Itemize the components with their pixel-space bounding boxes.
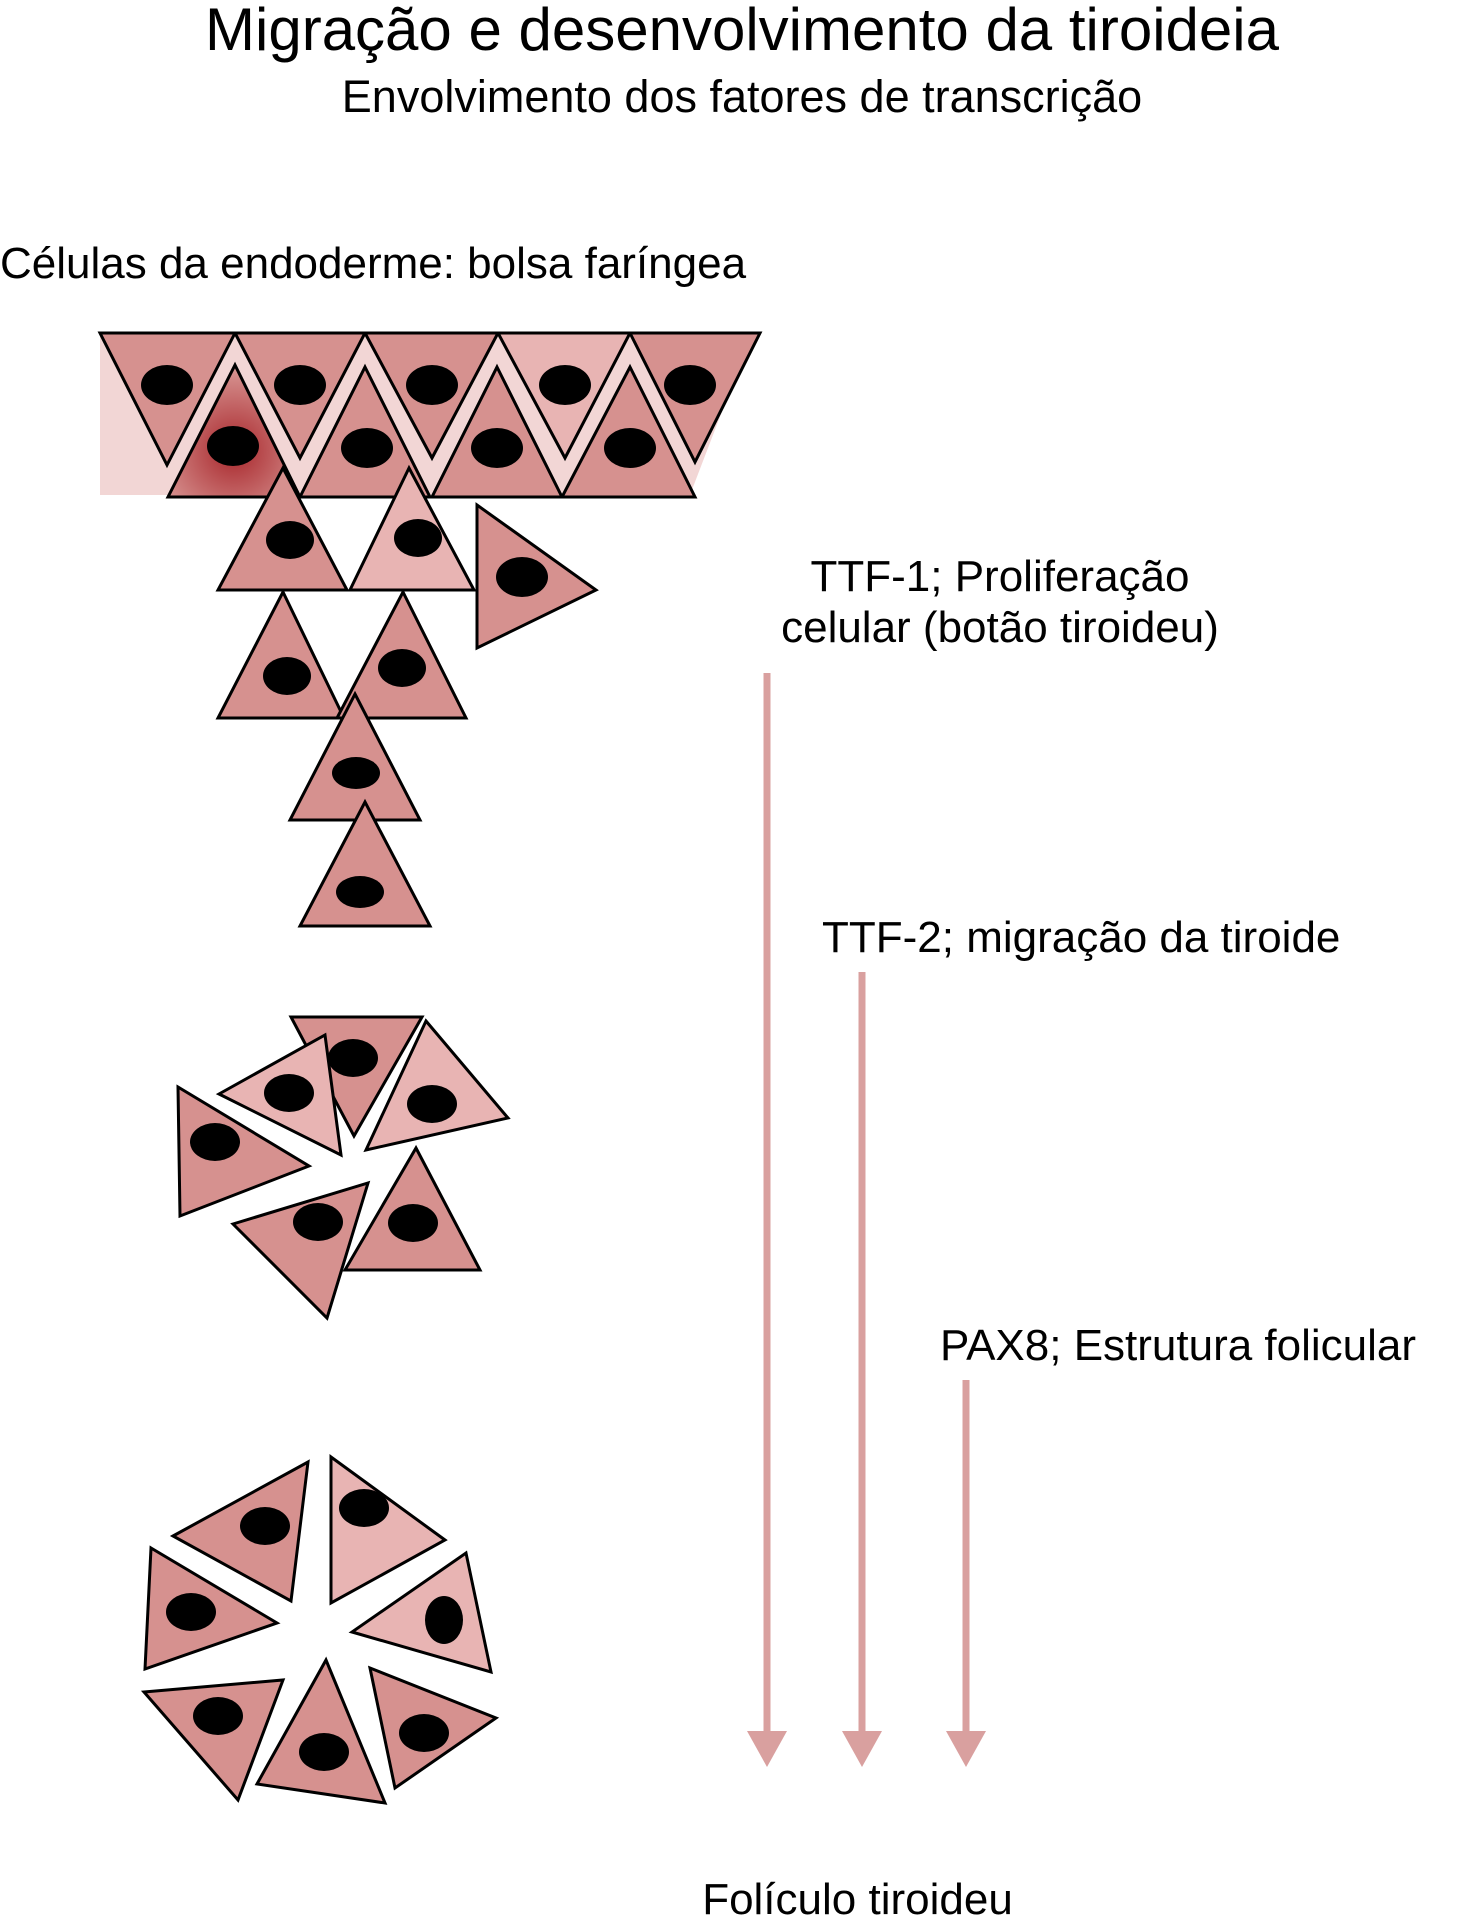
endoderm-cell-down-5: [627, 331, 763, 466]
endoderm-cell-up-2: [297, 363, 433, 499]
endoderm-cell-up-3: [429, 363, 565, 499]
oval-nucleus-icon: [299, 1733, 349, 1771]
down-arrow-icon: [747, 1731, 787, 1767]
oval-nucleus-icon: [407, 1085, 457, 1123]
oval-nucleus-icon: [378, 649, 426, 687]
oval-nucleus-icon: [604, 428, 656, 468]
triangular-cell-icon: [348, 1550, 493, 1675]
oval-nucleus-icon: [207, 426, 259, 466]
down-arrow-icon: [946, 1731, 986, 1767]
triangular-cell-icon: [140, 1678, 286, 1803]
down-arrow-icon: [842, 1731, 882, 1767]
endoderm-cell-down-3: [362, 331, 501, 462]
oval-nucleus-icon: [664, 365, 716, 405]
follicle-cell-1: [169, 1459, 310, 1604]
follicle-cell-6: [254, 1656, 388, 1805]
migrating-cell-3: [363, 1018, 511, 1153]
bud-cell-4: [215, 588, 347, 720]
oval-nucleus-icon: [190, 1123, 240, 1161]
diagram-title: Migração e desenvolvimento da tiroideia: [205, 0, 1279, 63]
triangular-cell-icon: [176, 1084, 313, 1219]
oval-nucleus-icon: [193, 1697, 243, 1735]
endoderm-cell-up-1: [165, 361, 303, 499]
migrating-cell-5: [230, 1180, 371, 1321]
oval-nucleus-icon: [336, 876, 384, 908]
follicle-cell-5: [140, 1678, 286, 1803]
follicle-cell-2: [329, 1454, 448, 1606]
triangular-cell-icon: [230, 1180, 371, 1321]
oval-nucleus-icon: [264, 1074, 314, 1112]
oval-nucleus-icon: [399, 1714, 449, 1752]
oval-nucleus-icon: [332, 757, 380, 789]
migrating-cell-2: [215, 1032, 343, 1158]
migrating-cell-6: [342, 1144, 483, 1272]
follicle-cell-7: [367, 1665, 500, 1791]
oval-nucleus-icon: [388, 1204, 438, 1242]
oval-nucleus-icon: [263, 657, 311, 695]
ttf1-arrow: [747, 673, 787, 1767]
triangular-cell-icon: [215, 588, 347, 720]
pax8-arrow: [946, 1380, 986, 1767]
ttf2-arrow: [842, 972, 882, 1767]
pax8-label: PAX8; Estrutura folicular: [940, 1321, 1417, 1370]
oval-nucleus-icon: [471, 428, 523, 468]
triangular-cell-icon: [297, 798, 433, 928]
oval-nucleus-icon: [394, 519, 442, 557]
oval-nucleus-icon: [166, 1593, 216, 1631]
bud-cell-2: [347, 464, 477, 592]
triangular-cell-icon: [254, 1656, 388, 1805]
oval-nucleus-icon: [341, 428, 393, 468]
endoderm-cell-down-2: [232, 331, 368, 462]
migrating-cell-4: [176, 1084, 313, 1219]
oval-nucleus-icon: [293, 1203, 343, 1241]
diagram-subtitle: Envolvimento dos fatores de transcrição: [341, 71, 1143, 122]
oval-nucleus-icon: [425, 1596, 463, 1644]
oval-nucleus-icon: [539, 365, 591, 405]
endoderm-cell-down-1: [97, 331, 238, 469]
source-cells-label: Células da endoderme: bolsa faríngea: [0, 239, 747, 288]
oval-nucleus-icon: [274, 365, 326, 405]
oval-nucleus-icon: [240, 1507, 290, 1545]
oval-nucleus-icon: [141, 365, 193, 405]
bud-cell-3: [475, 502, 599, 651]
oval-nucleus-icon: [496, 557, 548, 597]
ttf2-label: TTF-2; migração da tiroide: [822, 913, 1341, 962]
bud-cell-7: [297, 798, 433, 928]
cells-group: [97, 331, 763, 1805]
arrows-group: [747, 673, 986, 1767]
oval-nucleus-icon: [339, 1489, 389, 1527]
oval-nucleus-icon: [406, 365, 458, 405]
follicle-cell-3: [143, 1545, 281, 1672]
endoderm-cell-up-4: [559, 363, 698, 499]
ttf1-label: TTF-1; Proliferação celular (botão tiroi…: [781, 552, 1219, 653]
oval-nucleus-icon: [266, 521, 314, 559]
endoderm-cell-down-4: [495, 331, 633, 462]
bud-cell-5: [334, 588, 469, 720]
follicle-cell-4: [348, 1550, 493, 1675]
oval-nucleus-icon: [328, 1039, 378, 1077]
triangular-cell-icon: [169, 1459, 310, 1604]
